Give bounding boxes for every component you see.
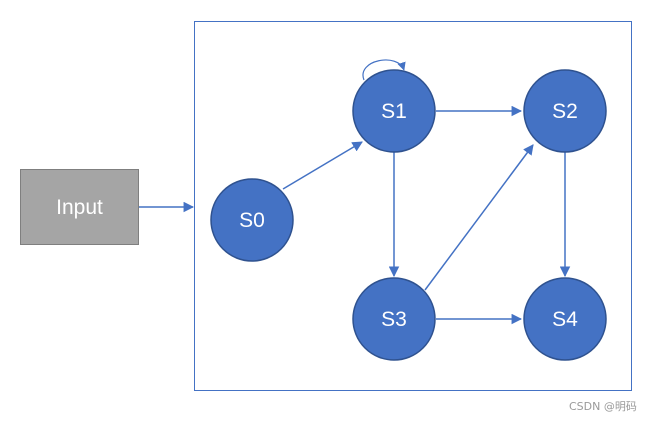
watermark: CSDN @明码 (569, 400, 637, 413)
input-label: Input (56, 196, 103, 219)
state-node-s3 (352, 277, 436, 361)
input-box (20, 169, 139, 245)
state-node-s1 (352, 69, 436, 153)
state-node-s4 (523, 277, 607, 361)
state-label-s2: S2 (552, 100, 578, 123)
edge-s0-s1 (282, 141, 363, 190)
state-label-s4: S4 (552, 308, 578, 331)
state-label-s1: S1 (381, 100, 407, 123)
state-node-s0 (210, 178, 294, 262)
state-label-s0: S0 (239, 209, 265, 232)
state-label-s3: S3 (381, 308, 407, 331)
edge-s1-self-loop (362, 59, 406, 81)
state-node-s2 (523, 69, 607, 153)
edge-s3-s2 (424, 144, 534, 291)
